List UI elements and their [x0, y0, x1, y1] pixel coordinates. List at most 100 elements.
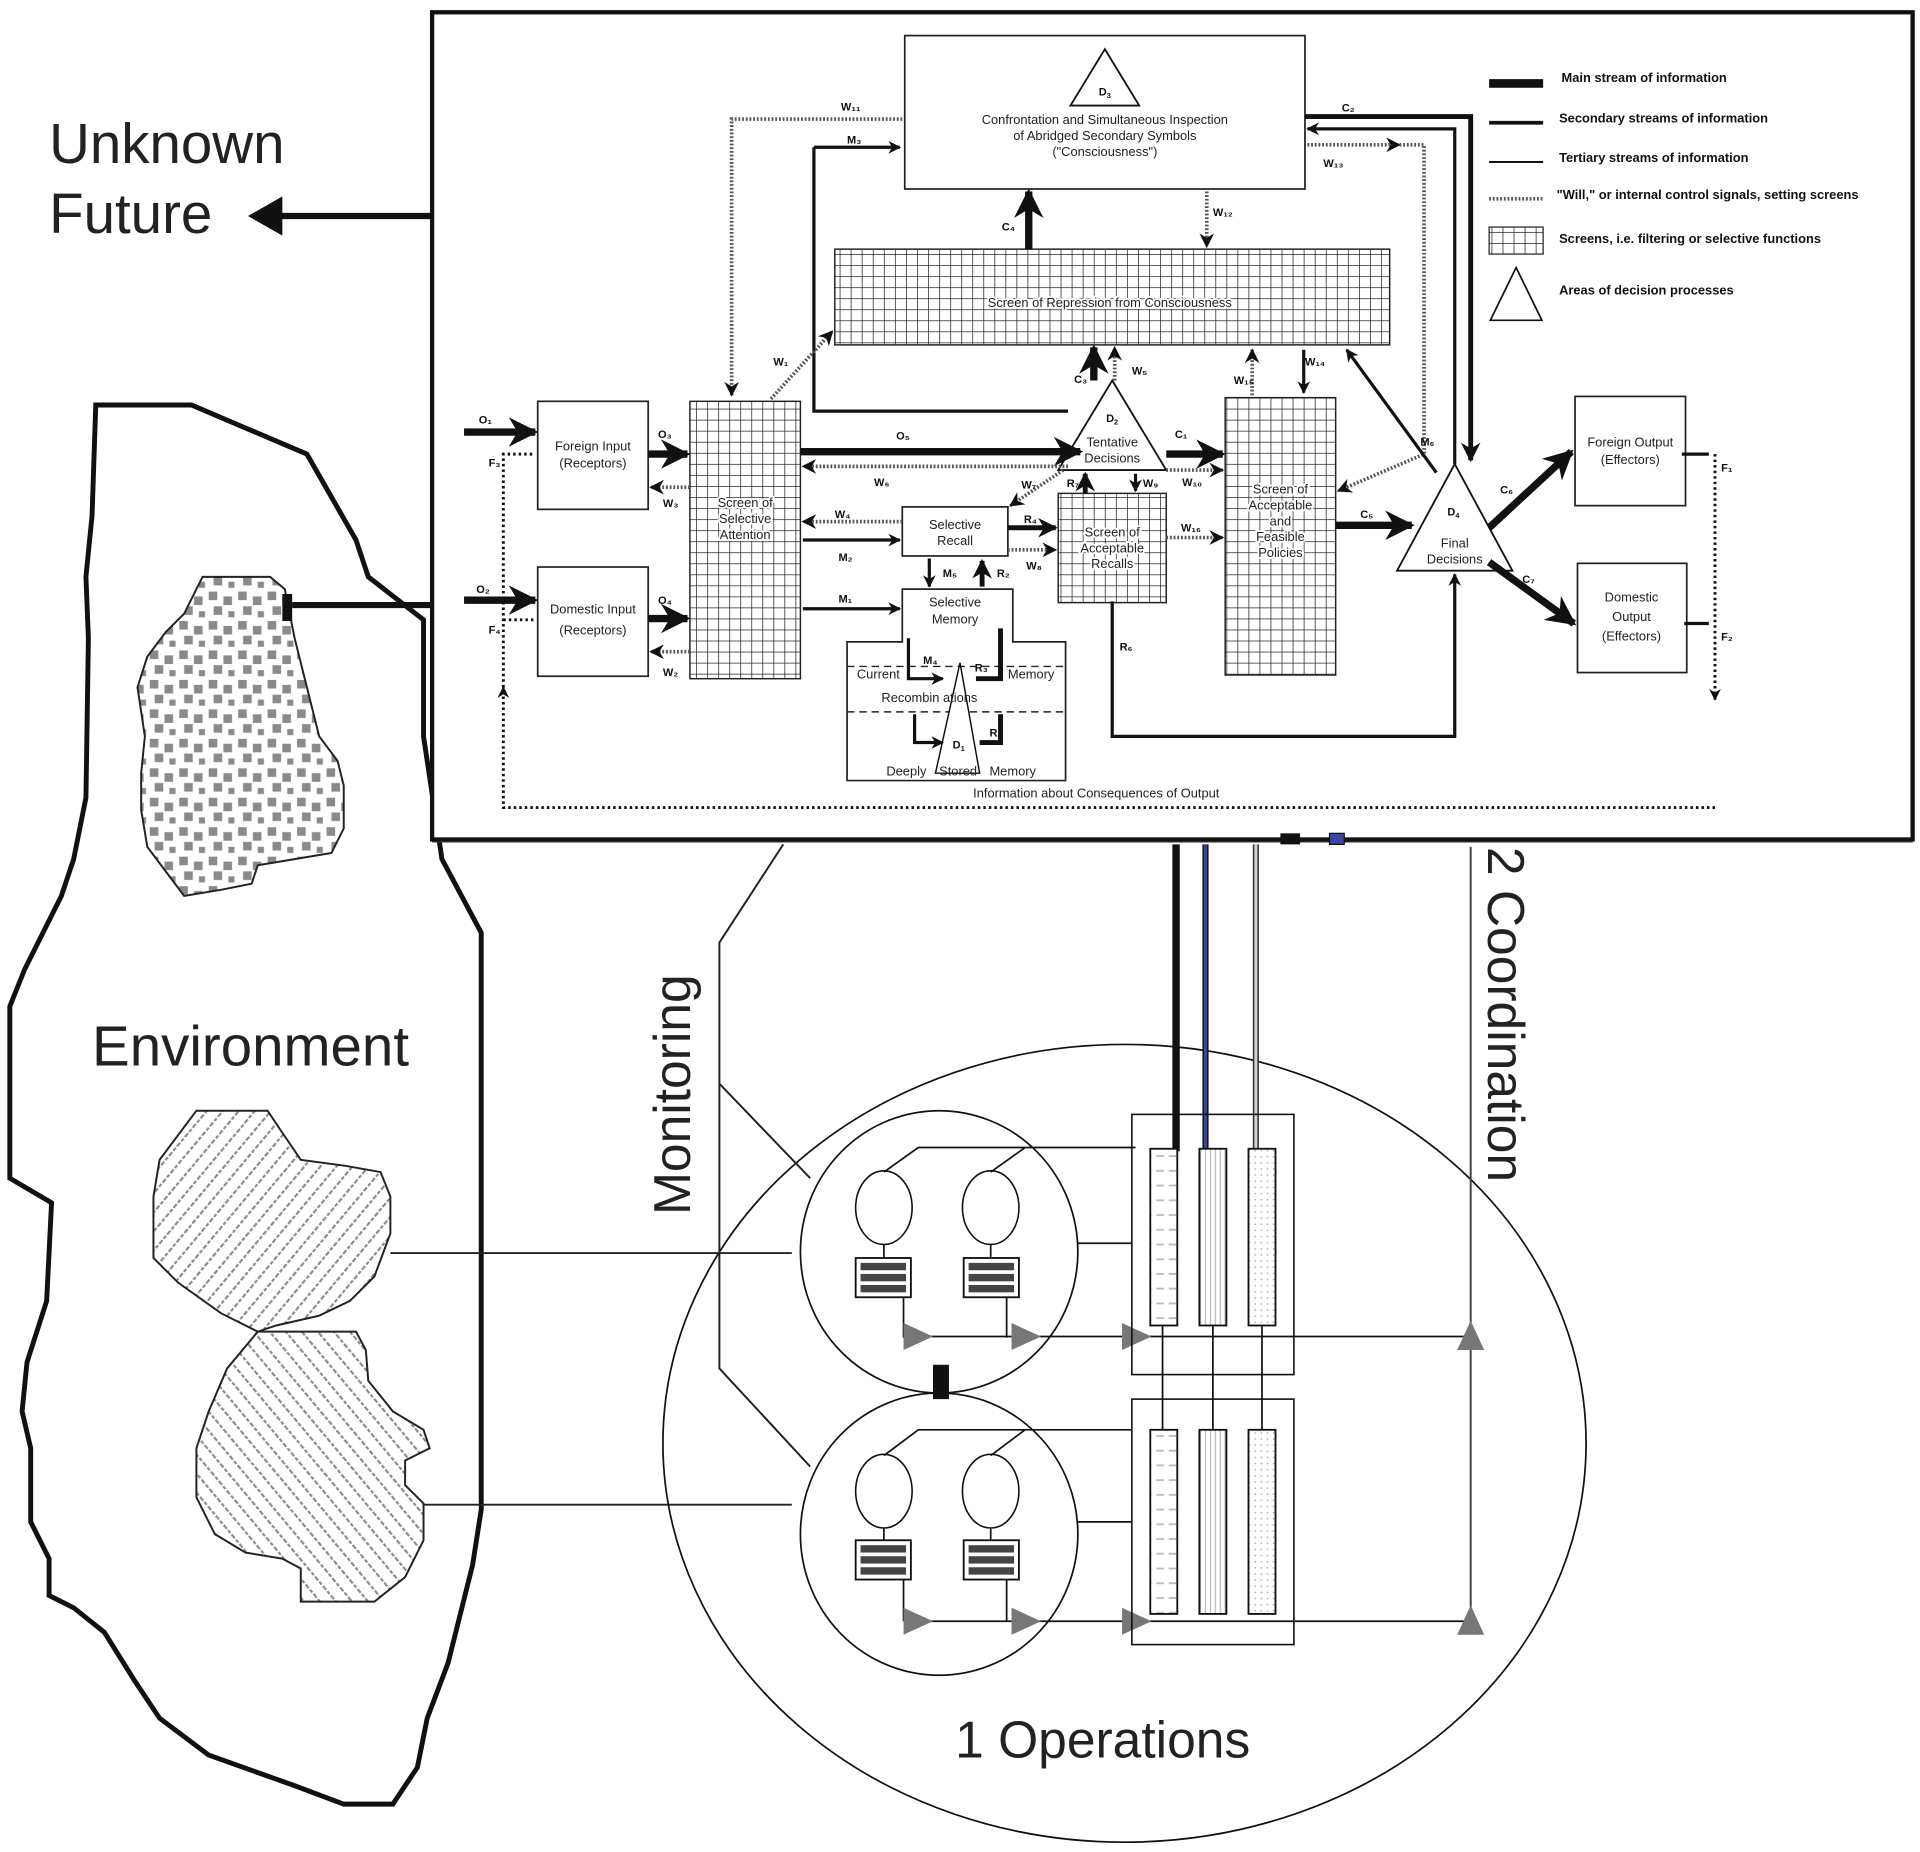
svg-text:D4: D4 — [1447, 506, 1460, 519]
svg-text:C₁: C₁ — [1175, 429, 1188, 441]
svg-text:D3: D3 — [1099, 87, 1111, 100]
unit-1-channel-c — [1247, 1147, 1277, 1327]
flow-c6 — [1486, 448, 1574, 531]
unit-1-operation-icon-b — [962, 1257, 1020, 1299]
svg-text:F₃: F₃ — [489, 457, 501, 469]
regulator-triangle-icon — [903, 1607, 933, 1635]
unit-2-channel-b — [1198, 1428, 1228, 1615]
flow-w17 — [1345, 348, 1438, 474]
acceptable-policies-screen — [1224, 396, 1337, 676]
consciousness-line3: ("Consciousness") — [1052, 144, 1157, 159]
svg-text:W₁₄: W₁₄ — [1305, 357, 1325, 369]
screen-grid-icon — [1488, 226, 1544, 255]
svg-text:M₄: M₄ — [923, 655, 937, 667]
svg-text:W₁: W₁ — [773, 357, 788, 369]
svg-text:W₄: W₄ — [835, 509, 851, 521]
final-decisions-triangle — [1395, 461, 1514, 572]
regulator-triangle-icon — [1011, 1323, 1042, 1351]
svg-text:R₃: R₃ — [975, 662, 988, 674]
legend-item-main-stream: Main stream of information — [1489, 70, 1727, 88]
svg-text:R₂: R₂ — [997, 568, 1010, 580]
unit-2-management-circle — [799, 1392, 1079, 1677]
domestic-territory — [136, 575, 345, 897]
coordination-label: 2 Coordination — [1477, 847, 1535, 1182]
unit-1-operation-icon-a — [854, 1257, 912, 1299]
environment-label: Environment — [92, 1014, 409, 1077]
acceptable-recalls-label: Screen of — [1085, 524, 1141, 539]
unknown-future-label-line2: Future — [49, 182, 212, 245]
svg-text:Memory: Memory — [1008, 667, 1055, 682]
acceptable-recalls-screen — [1057, 492, 1167, 604]
svg-text:Acceptable: Acceptable — [1080, 540, 1144, 555]
svg-text:M₂: M₂ — [838, 552, 852, 564]
regulator-triangle-icon — [1011, 1607, 1042, 1635]
selective-recall-box — [901, 506, 1009, 557]
flow-w14-path — [1336, 142, 1426, 493]
svg-text:W₂: W₂ — [663, 667, 678, 679]
foreign-output-box — [1574, 395, 1687, 507]
flow-c7 — [1486, 559, 1577, 627]
svg-text:R₄: R₄ — [1024, 514, 1037, 526]
legend-item-tertiary-stream: Tertiary streams of information — [1489, 150, 1749, 165]
regulator-triangle-icon — [903, 1323, 933, 1351]
flow-m3-path — [812, 147, 1069, 413]
svg-text:W₁₆: W₁₆ — [1181, 522, 1201, 534]
regulator-triangle-icon — [1122, 1323, 1152, 1351]
svg-text:F₂: F₂ — [1721, 632, 1733, 644]
svg-text:(Receptors): (Receptors) — [559, 456, 626, 471]
repression-screen-label: Screen of Repression from Consciousness — [988, 295, 1232, 310]
svg-text:R₆: R₆ — [1120, 641, 1133, 653]
unit-link-bar — [932, 1364, 949, 1400]
svg-text:Areas of decision processes: Areas of decision processes — [1559, 283, 1734, 298]
flow-w1 — [769, 330, 834, 401]
final-decisions-label: Final — [1441, 535, 1469, 550]
svg-text:R₁: R₁ — [989, 727, 1002, 739]
svg-text:Decisions: Decisions — [1084, 451, 1140, 466]
domestic-input-label: Domestic Input — [550, 602, 636, 617]
feedback-f3 — [501, 452, 536, 688]
selective-memory-label: Selective — [929, 594, 981, 609]
svg-text:W₁₁: W₁₁ — [841, 101, 861, 113]
foreign-output-label: Foreign Output — [1587, 435, 1673, 450]
selective-attention-label: Screen of — [718, 495, 774, 510]
domestic-input-box — [536, 566, 650, 678]
operations-circle — [662, 1043, 1587, 1844]
monitoring-branch-1 — [718, 1083, 811, 1179]
legend-item-will-signal: "Will," or internal control signals, set… — [1489, 187, 1859, 202]
svg-text:Secondary streams of informati: Secondary streams of information — [1559, 111, 1768, 126]
svg-text:Screens, i.e. filtering or sel: Screens, i.e. filtering or selective fun… — [1559, 231, 1821, 246]
legend-item-secondary-stream: Secondary streams of information — [1489, 111, 1768, 126]
svg-text:(Effectors): (Effectors) — [1602, 629, 1661, 644]
svg-text:M₃: M₃ — [847, 135, 861, 147]
svg-text:Memory: Memory — [989, 764, 1036, 779]
consciousness-line1: Confrontation and Simultaneous Inspectio… — [982, 112, 1228, 127]
svg-text:Acceptable: Acceptable — [1249, 497, 1313, 512]
svg-text:O₅: O₅ — [896, 430, 910, 442]
operational-unit-2 — [799, 1392, 1485, 1677]
svg-text:O₂: O₂ — [476, 584, 490, 596]
unit-1-channel-b — [1198, 1147, 1228, 1327]
unit-2-operation-icon-a — [854, 1539, 912, 1581]
legend-item-decision: Areas of decision processes — [1488, 265, 1734, 322]
decision-triangle-icon — [934, 662, 981, 774]
svg-text:F₁: F₁ — [1721, 462, 1733, 474]
unit-2-channel-c — [1247, 1428, 1277, 1615]
svg-text:C₃: C₃ — [1074, 374, 1087, 386]
legend-item-screen: Screens, i.e. filtering or selective fun… — [1488, 226, 1821, 255]
tentative-decisions-triangle — [1056, 378, 1168, 471]
monitoring-channel — [718, 843, 811, 1468]
legend: Main stream of information Secondary str… — [1488, 70, 1859, 322]
communication-model-panel: D3 Confrontation and Simultaneous Inspec… — [429, 10, 1915, 845]
svg-text:(Receptors): (Receptors) — [559, 623, 626, 638]
svg-text:W₁₅: W₁₅ — [1234, 375, 1254, 387]
flow-m6 — [1306, 122, 1457, 464]
feedback-loop — [497, 686, 1715, 810]
selective-recall-label: Selective — [929, 517, 981, 532]
svg-text:and: and — [1270, 513, 1291, 528]
decision-triangle-icon — [1068, 47, 1141, 107]
svg-text:O₃: O₃ — [658, 429, 672, 441]
inter-unit-channels — [1161, 1325, 1263, 1430]
svg-text:Selective: Selective — [719, 511, 771, 526]
svg-text:Recombin ations: Recombin ations — [881, 690, 977, 705]
svg-text:W₉: W₉ — [1143, 478, 1158, 490]
